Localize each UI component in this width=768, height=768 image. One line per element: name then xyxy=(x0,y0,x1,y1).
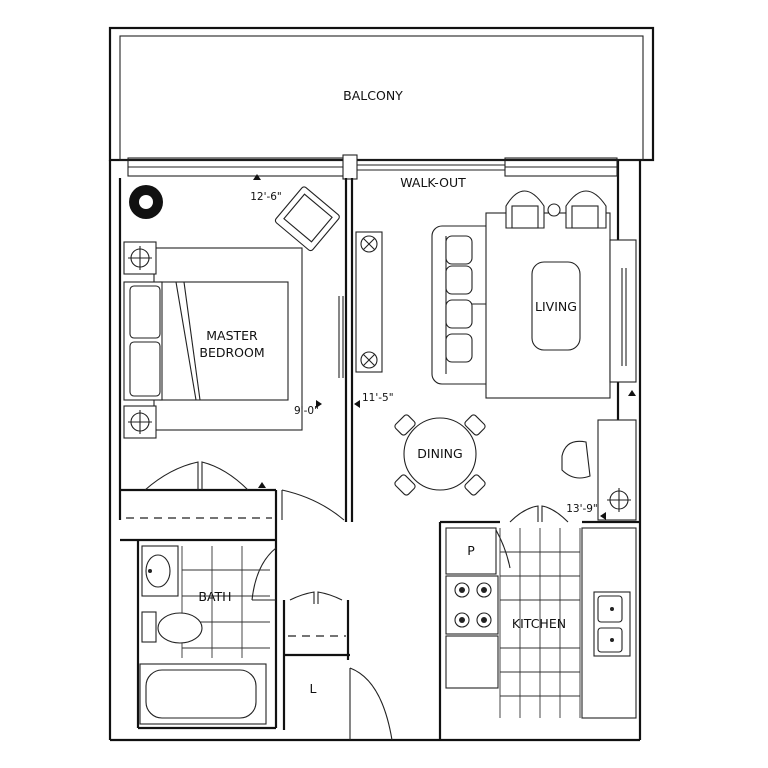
plant-icon xyxy=(129,185,163,219)
tile-grid xyxy=(499,528,581,718)
balcony-glazing xyxy=(127,154,618,180)
balcony-label: BALCONY xyxy=(343,88,403,103)
bathroom xyxy=(139,545,277,725)
kitchen xyxy=(445,505,637,719)
toilet-icon xyxy=(141,611,203,644)
bedroom-width-dimension: 12'-6" xyxy=(250,191,282,203)
armchair-icon xyxy=(505,190,545,229)
walkout-label: WALK-OUT xyxy=(400,175,466,190)
living-label: LIVING xyxy=(535,299,577,314)
side-table xyxy=(547,203,561,217)
armchair-icon xyxy=(565,190,607,229)
living-area xyxy=(355,190,637,521)
dimension-arrows xyxy=(253,174,636,520)
sofa-icon xyxy=(431,225,499,385)
counter xyxy=(581,527,637,719)
interior-walls xyxy=(118,178,640,740)
bedroom-depth-dimension: 9'-0" xyxy=(294,405,319,417)
kitchen-label: KITCHEN xyxy=(512,616,566,631)
armchair-icon xyxy=(274,186,340,252)
fridge xyxy=(445,635,499,689)
double-sink-icon xyxy=(593,591,631,657)
pantry xyxy=(445,527,497,575)
stove-icon xyxy=(445,575,499,635)
desk-chair-icon xyxy=(561,419,637,521)
living-depth-dimension: 13'-9" xyxy=(566,503,598,515)
nightstand-lamp-icon xyxy=(123,405,157,439)
pantry-label: P xyxy=(467,543,475,558)
master-bedroom-label: MASTER xyxy=(206,328,258,343)
media-shelf xyxy=(609,239,637,383)
dining-label: DINING xyxy=(417,446,462,461)
pillow xyxy=(129,285,161,339)
laundry-label: L xyxy=(310,681,317,696)
bathtub-icon xyxy=(139,663,267,725)
laundry-closet xyxy=(288,591,393,741)
tv-console xyxy=(355,231,383,373)
sink-icon xyxy=(141,545,179,597)
master-bedroom-label: BEDROOM xyxy=(199,345,264,360)
master-bedroom xyxy=(123,185,345,521)
coffee-table xyxy=(531,261,581,351)
nightstand-lamp-icon xyxy=(123,241,157,275)
bed-mattress xyxy=(159,281,289,401)
bath-label: BATH xyxy=(198,589,231,604)
pillow xyxy=(129,341,161,397)
living-width-dimension: 11'-5" xyxy=(362,392,394,404)
dining-table xyxy=(394,414,486,496)
